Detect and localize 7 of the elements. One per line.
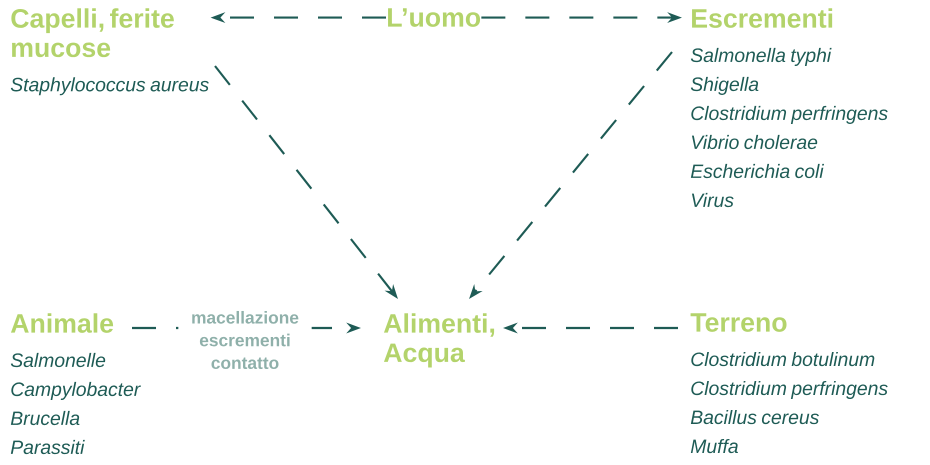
edge-label: macellazione escrementi contatto bbox=[178, 308, 312, 372]
source-heading: Alimenti, Acqua bbox=[384, 313, 494, 368]
source-heading: Capelli, ferite mucose Staphylococcus aureus bbox=[10, 8, 209, 96]
source-heading: Escrementi Salmonella typhi Shigella Clostridium perfringens Vibrio cholerae Escherichia coli Virus bbox=[690, 8, 888, 208]
source-heading: Terreno Clostridium botulinum Clostridium perfringens Bacillus cereus Muffa bbox=[690, 313, 888, 454]
source-heading: L’uomo bbox=[388, 8, 480, 27]
source-heading: Animale Salmonelle Campylobacter Brucella Parassiti bbox=[10, 313, 141, 454]
